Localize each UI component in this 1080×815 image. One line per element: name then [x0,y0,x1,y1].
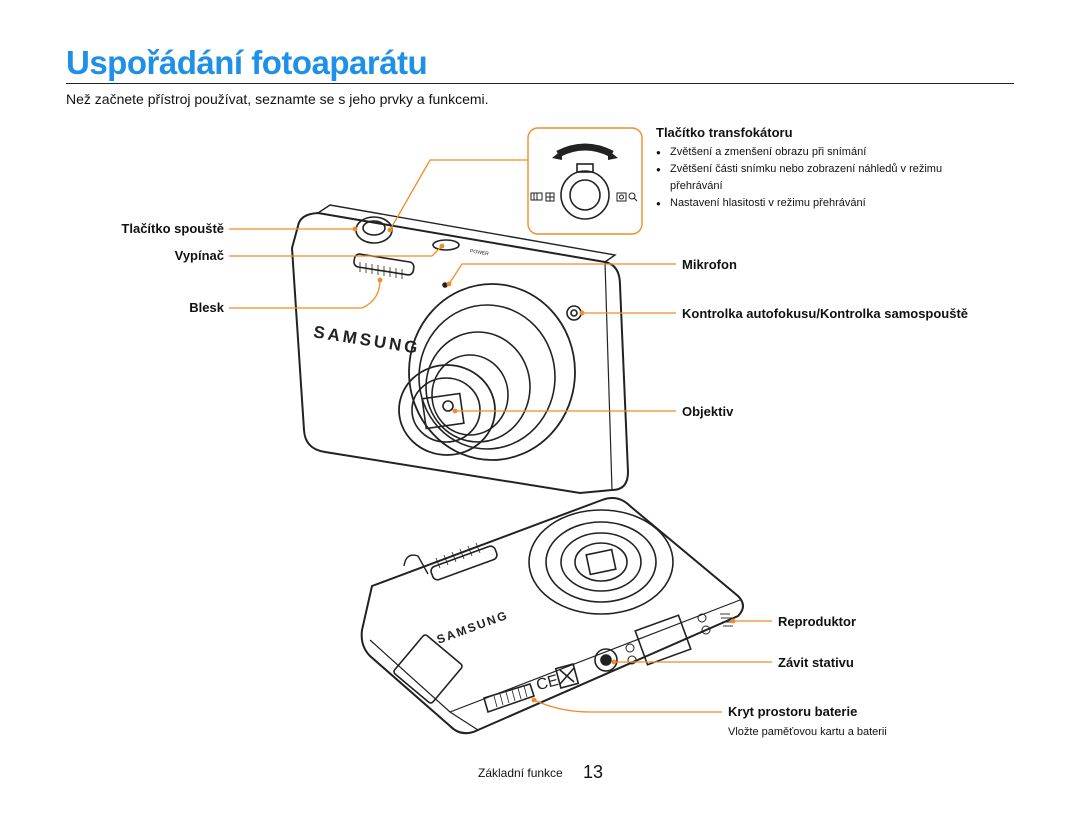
zoom-bullet-1: Zvětšení a zmenšení obrazu při snímání [656,144,996,161]
brand-front: SAMSUNG [312,322,422,358]
leader-lines [229,159,772,713]
page-title: Uspořádání fotoaparátu [66,44,428,81]
battery-note: Vložte paměťovou kartu a baterii [728,726,887,738]
leader-dots [352,226,736,703]
zoom-bullet-3: Nastavení hlasitosti v režimu přehrávání [656,195,996,212]
zoom-left-arrow-icon [552,150,562,160]
magnify-icon [628,192,638,202]
zoom-inset [527,127,643,235]
flash-label: Blesk [189,300,224,315]
camera-back [360,497,744,735]
wide-icon [530,192,543,201]
brand-back: SAMSUNG [435,608,511,647]
page-number: 13 [583,762,604,782]
zoom-right-arrow-icon [608,150,618,160]
tripod-label: Závit stativu [778,655,854,670]
thumbnail-icon [545,192,555,202]
zoom-bullet-list: Zvětšení a zmenšení obrazu při snímání Z… [656,144,996,212]
zoom-button-label: Tlačítko transfokátoru [656,125,793,140]
microphone-label: Mikrofon [682,257,737,272]
title-rule [66,83,1014,84]
intro-text: Než začnete přístroj používat, seznamte … [66,91,489,107]
zoom-bullet-2: Zvětšení části snímku nebo zobrazení náh… [656,161,996,195]
af-lamp-label: Kontrolka autofokusu/Kontrolka samospouš… [682,306,969,321]
footer-section: Základní funkce [478,766,563,780]
ce-mark: CE [535,672,561,694]
power-label: Vypínač [174,248,224,263]
speaker-label: Reproduktor [778,614,856,629]
power-text: POWER [469,248,489,257]
battery-cover-label: Kryt prostoru baterie [728,704,858,719]
camera-front [290,204,630,495]
telephoto-icon [616,192,627,202]
lens-label: Objektiv [682,404,734,419]
shutter-label: Tlačítko spouště [121,221,224,236]
